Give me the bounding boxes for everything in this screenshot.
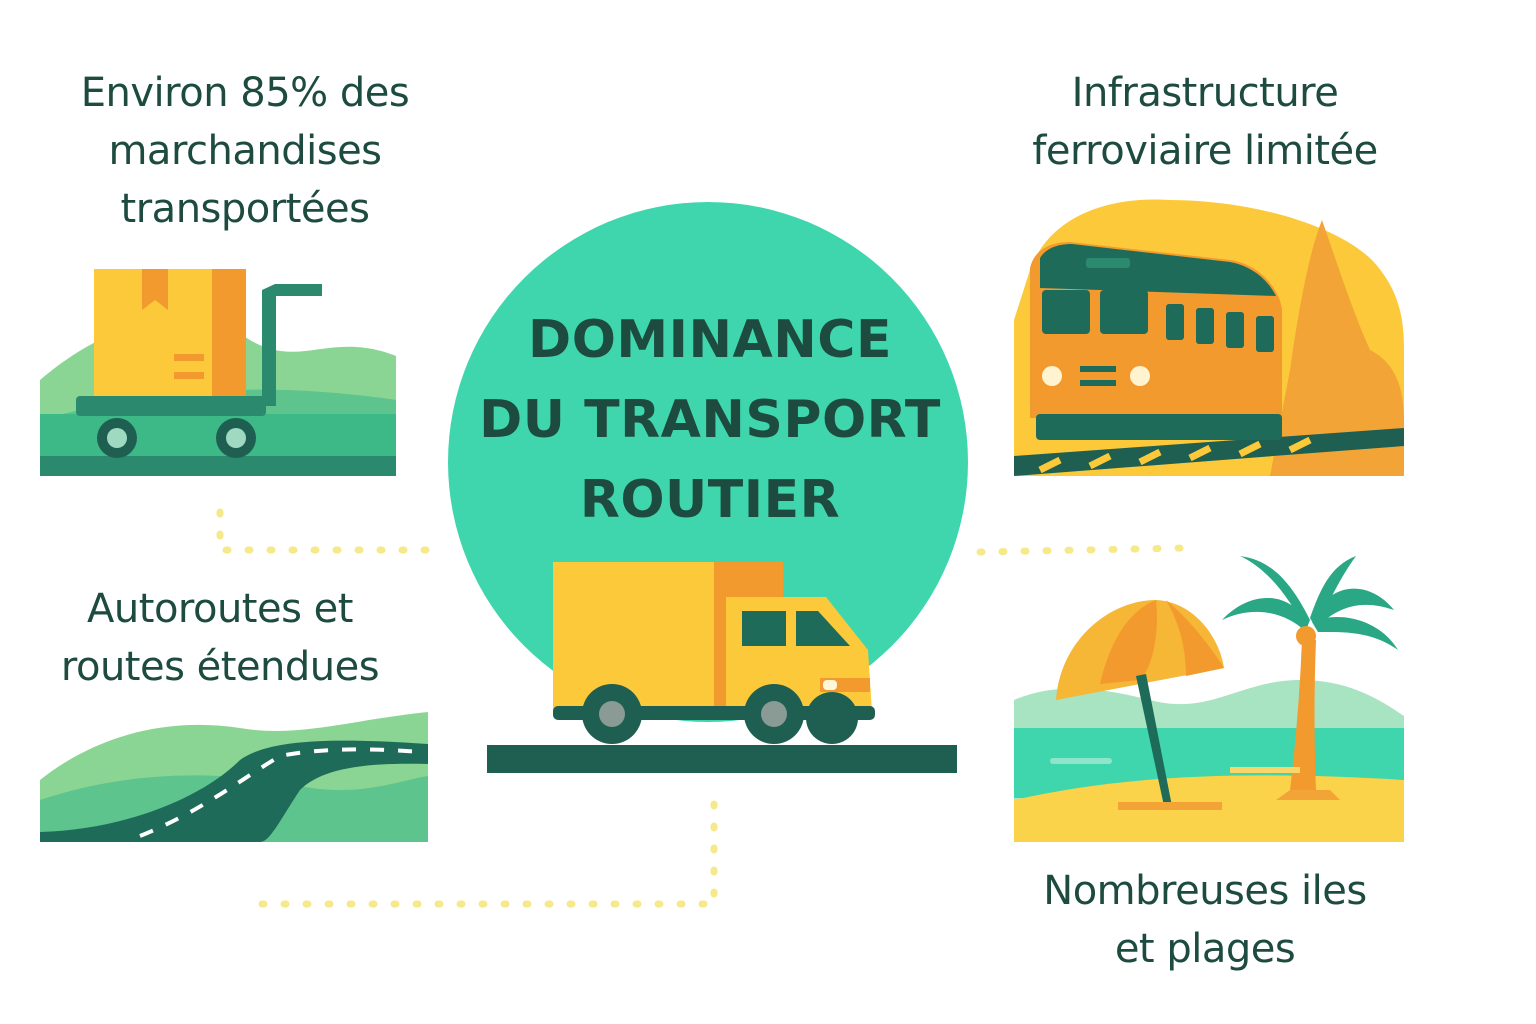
beach-palm-icon (1014, 556, 1404, 842)
top-left-line-3: transportées (120, 186, 370, 232)
connector-bottom (252, 800, 718, 908)
center-title-line-1: DOMINANCE (528, 310, 892, 370)
top-right-line-1: Infrastructure (1071, 70, 1339, 116)
winding-road-icon (40, 712, 428, 842)
top-right-label: Infrastructure ferroviaire limitée (990, 64, 1420, 180)
train-icon (1014, 199, 1404, 476)
center-title-line-3: ROUTIER (579, 470, 841, 530)
delivery-truck-icon (487, 562, 957, 773)
bottom-left-line-1: Autoroutes et (87, 586, 353, 632)
connector-lines (216, 508, 1190, 908)
bottom-right-label: Nombreuses iles et plages (990, 862, 1420, 978)
top-left-line-2: marchandises (108, 128, 382, 174)
bottom-right-line-2: et plages (1114, 926, 1296, 972)
bottom-right-line-1: Nombreuses iles (1043, 868, 1367, 914)
top-right-line-2: ferroviaire limitée (1032, 128, 1378, 174)
top-left-label: Environ 85% des marchandises transportée… (30, 64, 460, 238)
center-title: DOMINANCE DU TRANSPORT ROUTIER (440, 300, 980, 540)
bottom-left-label: Autoroutes et routes étendues (10, 580, 430, 696)
connector-left (216, 508, 436, 554)
bottom-left-line-2: routes étendues (60, 644, 380, 690)
connector-right (976, 544, 1190, 556)
center-title-line-2: DU TRANSPORT (479, 390, 941, 450)
cargo-box-cart-icon (40, 269, 396, 476)
top-left-line-1: Environ 85% des (80, 70, 410, 116)
